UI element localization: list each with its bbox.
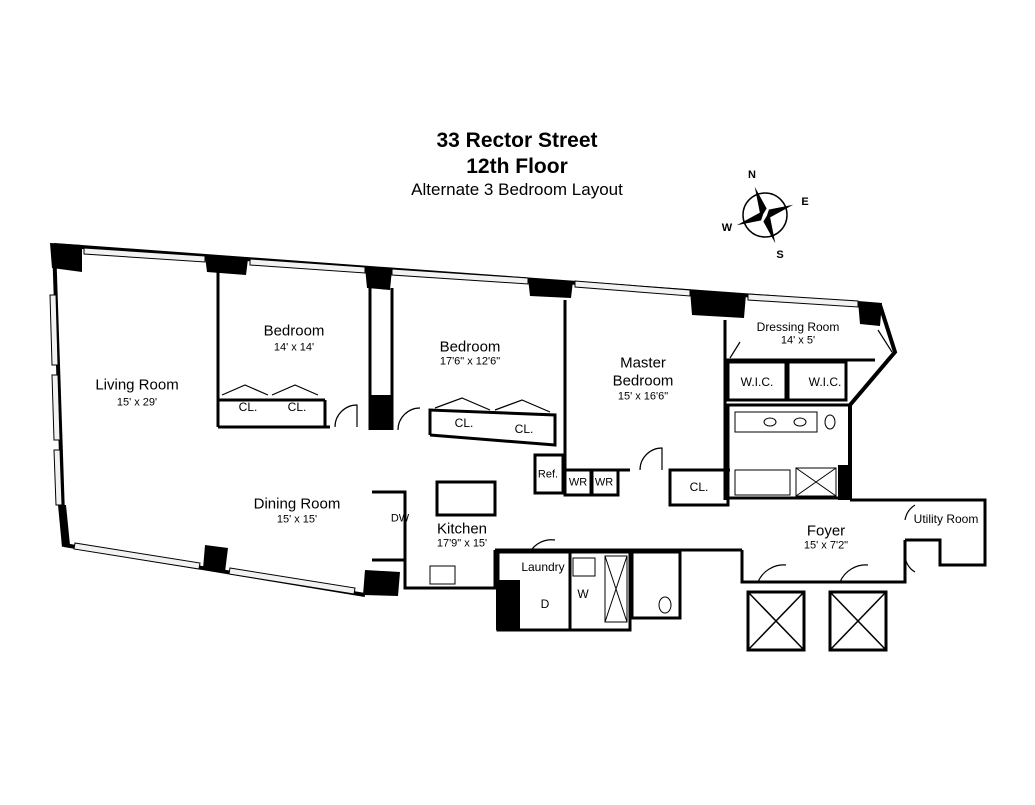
- wr-label: WR: [568, 476, 588, 489]
- room-bedroom2-dim: 17'6" x 12'6": [439, 355, 501, 368]
- bath-fixtures: [429, 411, 837, 623]
- room-bedroom2-name: Bedroom: [439, 338, 501, 356]
- room-utility-name: Utility Room: [913, 512, 979, 527]
- elevator-shafts: [747, 591, 887, 651]
- compass-east-label: E: [801, 196, 809, 208]
- room-dressing-name: Dressing Room: [756, 320, 840, 335]
- compass-north-label: N: [748, 169, 756, 181]
- compass-south-label: S: [776, 249, 784, 261]
- interior-walls: [216, 270, 987, 652]
- closet-label: CL.: [689, 480, 709, 495]
- compass-west-label: W: [721, 222, 733, 234]
- room-foyer-name: Foyer: [806, 522, 846, 540]
- closet-label: CL.: [287, 400, 307, 415]
- title-layout: Alternate 3 Bedroom Layout: [411, 180, 623, 200]
- room-dining-dim: 15' x 15': [276, 513, 318, 526]
- room-dining-name: Dining Room: [253, 495, 341, 513]
- wr-label: WR: [594, 476, 614, 489]
- closet-label: CL.: [238, 400, 258, 415]
- columns: [50, 243, 882, 630]
- room-dressing-dim: 14' x 5': [780, 334, 816, 347]
- refrigerator-label: Ref.: [537, 468, 559, 481]
- room-master-name1: Master: [620, 354, 666, 372]
- room-living-dim: 15' x 29': [116, 396, 158, 409]
- compass-rose: [736, 186, 794, 244]
- room-kitchen-name: Kitchen: [436, 520, 488, 538]
- wic-label: W.I.C.: [808, 375, 842, 390]
- dryer-label: D: [540, 597, 550, 612]
- dishwasher-label: DW: [390, 512, 410, 525]
- room-laundry-name: Laundry: [521, 560, 565, 575]
- windows: [49, 247, 859, 595]
- room-master-name2: Bedroom: [612, 372, 674, 390]
- room-bedroom1-dim: 14' x 14': [273, 341, 315, 354]
- room-master-dim: 15' x 16'6": [617, 390, 669, 403]
- title-floor: 12th Floor: [466, 154, 568, 178]
- room-foyer-dim: 15' x 7'2": [803, 539, 849, 552]
- washer-label: W: [577, 587, 589, 602]
- title-address: 33 Rector Street: [436, 128, 598, 152]
- room-living-name: Living Room: [95, 376, 179, 394]
- closet-label: CL.: [454, 416, 474, 431]
- wic-label: W.I.C.: [740, 375, 774, 390]
- closet-label: CL.: [514, 422, 534, 437]
- doors: [221, 329, 916, 583]
- room-kitchen-dim: 17'9" x 15': [436, 537, 488, 550]
- room-bedroom1-name: Bedroom: [263, 322, 325, 340]
